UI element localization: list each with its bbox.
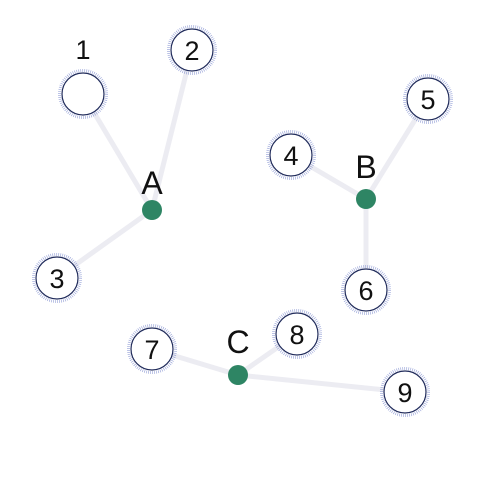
leaf-node-2: 2	[167, 25, 217, 75]
leaf-label: 7	[144, 335, 159, 365]
leaf-circle	[383, 370, 427, 414]
edges-layer	[54, 47, 431, 395]
leaf-halo	[32, 253, 82, 303]
leaf-circle	[61, 72, 105, 116]
leaf-node-3: 3	[32, 253, 82, 303]
leaf-halo	[127, 324, 177, 374]
leaf-label: 6	[358, 276, 373, 306]
leaf-halo	[272, 309, 322, 359]
hub-label: C	[226, 324, 249, 360]
leaf-circle	[406, 77, 450, 121]
leaf-halo	[380, 367, 430, 417]
leaf-circle	[170, 28, 214, 72]
leaf-circle	[35, 256, 79, 300]
leaf-node-4: 4	[266, 130, 316, 180]
leaf-node-1: 1	[58, 35, 108, 119]
hub-nodes-layer: A B C	[141, 149, 377, 385]
leaf-label: 8	[289, 320, 304, 350]
leaf-circle	[269, 133, 313, 177]
leaf-circle	[130, 327, 174, 371]
leaf-circle	[344, 268, 388, 312]
hub-dot	[142, 200, 162, 220]
hub-node-A: A	[141, 165, 163, 220]
leaf-halo	[341, 265, 391, 315]
leaf-node-9: 9	[380, 367, 430, 417]
leaf-label: 9	[397, 378, 412, 408]
leaf-node-6: 6	[341, 265, 391, 315]
leaf-label: 4	[283, 141, 298, 171]
hub-dot	[228, 365, 248, 385]
hub-label: A	[141, 165, 163, 201]
hub-dot	[356, 189, 376, 209]
leaf-halo	[167, 25, 217, 75]
hub-node-C: C	[226, 324, 250, 385]
edge-C-9	[235, 372, 408, 395]
leaf-nodes-layer: 1 2 3 4 5 6 7 8 9	[32, 25, 453, 417]
edge-A-2	[149, 47, 195, 213]
leaf-label: 2	[184, 36, 199, 66]
leaf-label: 3	[49, 264, 64, 294]
leaf-circle	[275, 312, 319, 356]
hub-node-B: B	[355, 149, 377, 209]
leaf-halo	[58, 69, 108, 119]
leaf-node-8: 8	[272, 309, 322, 359]
leaf-halo	[266, 130, 316, 180]
leaf-node-7: 7	[127, 324, 177, 374]
hub-label: B	[355, 149, 376, 185]
leaf-label: 5	[420, 85, 435, 115]
leaf-halo	[403, 74, 453, 124]
leaf-outside-label: 1	[75, 35, 90, 65]
leaf-node-5: 5	[403, 74, 453, 124]
